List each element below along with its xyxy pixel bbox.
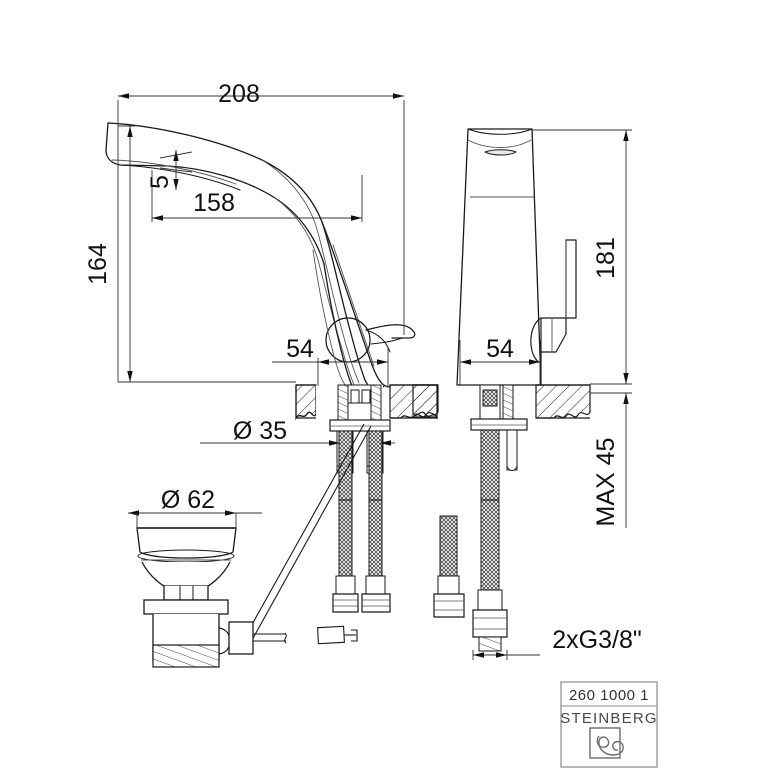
title-block-frame [560,681,658,768]
dim-max-deck-thickness: MAX 45 [592,438,620,527]
dim-spout-height: 164 [84,243,112,285]
side-deck-section [412,384,591,652]
front-elevation-mixer [105,122,416,391]
pop-up-pull-rod [244,423,372,645]
dim-base-width-front: 54 [286,335,314,363]
steinberg-swirl-logo [589,727,624,759]
dim-spout-reach: 158 [193,189,235,217]
pop-up-waste-assembly [136,527,287,668]
dimension-lines [117,93,632,660]
dim-connection-thread: 2xG3/8" [552,626,641,654]
dim-overall-projection: 208 [218,80,260,108]
dim-waste-flange-diameter: Ø 62 [161,486,215,514]
dimension-labels: 208 158 5 164 54 54 181 MAX 45 Ø 35 Ø 62… [84,80,642,654]
dim-aerator-offset: 5 [146,175,174,189]
article-number: 260 1000 1 [569,687,649,704]
dim-hole-diameter: Ø 35 [233,417,287,445]
dim-base-width-side: 54 [486,335,514,363]
dim-body-height: 181 [592,237,620,279]
brand-name: STEINBERG [560,710,657,727]
title-block: 260 1000 1 STEINBERG [560,681,658,768]
